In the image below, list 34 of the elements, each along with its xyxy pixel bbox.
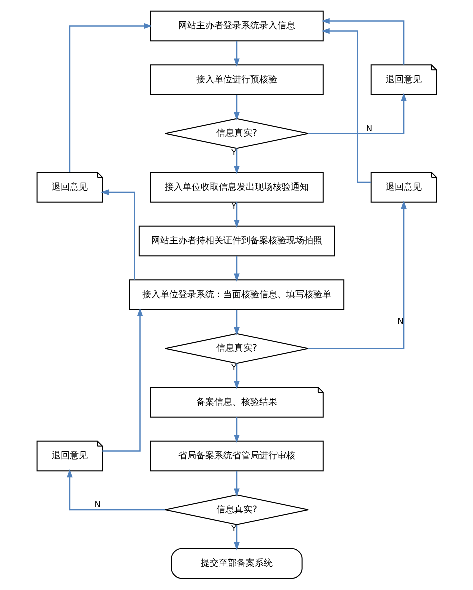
arrow	[308, 200, 406, 350]
arrow	[234, 417, 240, 444]
arrow	[234, 94, 240, 121]
arrow	[308, 93, 406, 134]
edge-label: Y	[231, 147, 236, 158]
arrow	[234, 41, 240, 67]
node-box: 接入单位进行预核验	[150, 64, 324, 96]
arrow	[234, 471, 240, 497]
node-box: 接入单位收取信息发出现场核验通知	[150, 172, 324, 203]
arrow	[100, 190, 135, 280]
arrow	[234, 256, 240, 282]
arrow	[66, 469, 165, 511]
arrow	[102, 308, 143, 452]
node-box: 网站主办者登录系统录入信息	[150, 10, 324, 42]
arrow	[68, 23, 152, 172]
edge-label: Y	[231, 362, 236, 372]
edge-label: Y	[231, 524, 236, 534]
arrow	[321, 18, 404, 65]
arrow	[234, 310, 240, 336]
arrow	[234, 364, 240, 390]
node-box: 接入单位登录系统：当面核验信息、填写核验单	[128, 280, 344, 310]
edge-label: Y	[231, 201, 236, 212]
node-diamond: 信息真实?	[164, 333, 309, 364]
arrow	[234, 202, 240, 228]
edge-label: N	[366, 123, 372, 134]
arrow	[234, 524, 240, 551]
node-diamond: 信息真实?	[164, 494, 309, 526]
edge-label: N	[94, 500, 100, 510]
edge-label: N	[397, 316, 404, 326]
node-box: 省局备案系统省管局进行审核	[150, 440, 324, 472]
node-diamond: 信息真实?	[164, 118, 309, 150]
arrow	[234, 148, 240, 174]
node-box: 提交至部备案系统	[170, 548, 302, 580]
node-box: 网站主办者持相关证件到备案核验现场拍照	[138, 226, 335, 257]
